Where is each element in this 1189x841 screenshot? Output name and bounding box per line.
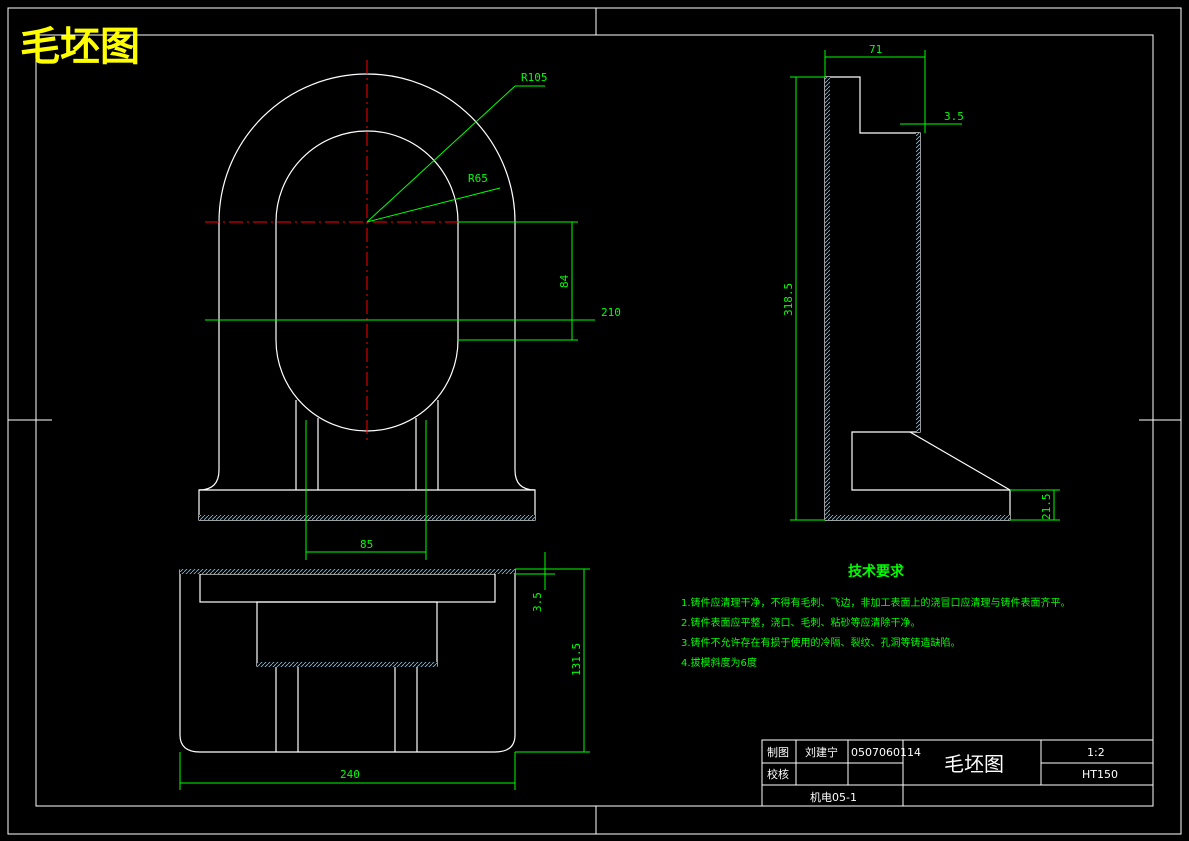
dim-240: 240	[340, 768, 360, 781]
dim-3-5-plan: 3.5	[531, 592, 544, 612]
tb-class-name: 机电05-1	[810, 790, 857, 804]
side-dimensions	[790, 50, 1060, 521]
drawing-heading: 毛坯图	[20, 24, 140, 70]
tb-student-id: 0507060114	[851, 746, 921, 759]
dim-84: 84	[558, 274, 571, 288]
front-base-hatch	[199, 515, 535, 520]
dim-85: 85	[360, 538, 373, 551]
tb-drawing-name: 毛坯图	[944, 752, 1004, 776]
plan-dimensions	[179, 552, 590, 790]
tech-item-4: 4.拔模斜度为6度	[681, 656, 757, 669]
plan-inner-hatch	[257, 662, 437, 667]
dim-21-5: 21.5	[1040, 494, 1053, 521]
side-wall-hatch	[825, 77, 830, 520]
tb-material: HT150	[1082, 768, 1118, 781]
tb-drawn-label: 制图	[767, 746, 789, 759]
dim-3-5-top: 3.5	[944, 110, 964, 123]
tech-item-2: 2.铸件表面应平整，浇口、毛刺、粘砂等应清除干净。	[681, 616, 921, 629]
tech-heading: 技术要求	[848, 563, 905, 580]
tech-item-3: 3.铸件不允许存在有损于使用的冷隔、裂纹、孔洞等铸造缺陷。	[681, 636, 961, 649]
tb-check-label: 校核	[767, 767, 789, 781]
plan-view	[179, 569, 516, 753]
dim-r105: R105	[521, 71, 548, 84]
side-base-hatch	[825, 515, 1010, 520]
dim-210: 210	[601, 306, 621, 319]
title-block	[761, 739, 1154, 807]
dim-318-5: 318.5	[782, 283, 795, 316]
dim-r65: R65	[468, 172, 488, 185]
tech-item-1: 1.铸件应清理干净，不得有毛刺、飞边，非加工表面上的浇冒口应清理与铸件表面齐平。	[681, 596, 1071, 609]
front-dimensions	[205, 85, 595, 560]
dim-71: 71	[869, 43, 882, 56]
dim-131-5: 131.5	[570, 643, 583, 676]
tb-drawn-name: 刘建宁	[805, 745, 838, 759]
drawing-frame	[7, 7, 1182, 835]
tb-scale: 1:2	[1087, 746, 1105, 759]
side-step-hatch	[916, 133, 920, 432]
plan-top-hatch	[180, 569, 515, 574]
